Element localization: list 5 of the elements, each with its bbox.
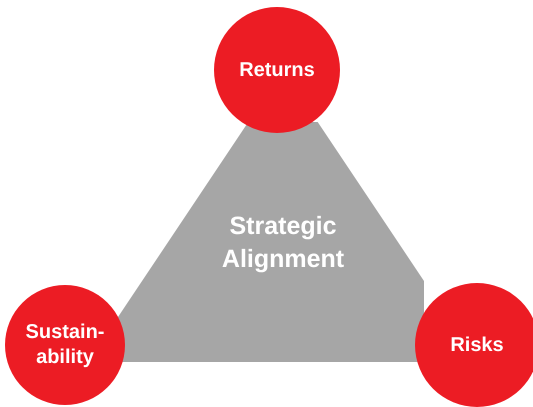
circle-node: Returns	[214, 7, 340, 133]
shape-label: Strategic Alignment	[220, 211, 346, 274]
circle-node: Sustain- ability	[5, 285, 125, 405]
circle-node: Risks	[415, 283, 533, 407]
triangle-shape	[118, 122, 424, 362]
